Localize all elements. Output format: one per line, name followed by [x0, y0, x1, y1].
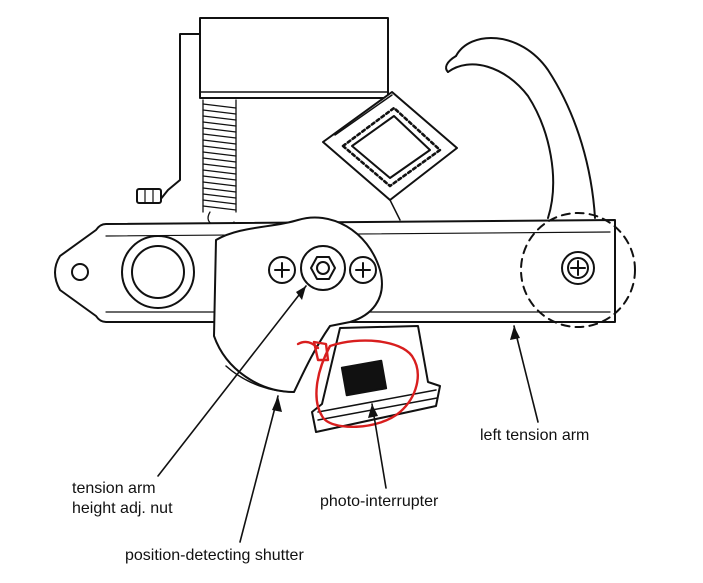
- leader-lines: [157, 285, 539, 543]
- mount-screws: [268, 256, 377, 284]
- label-left-tension-arm: left tension arm: [480, 427, 590, 444]
- tension-roller: [520, 212, 636, 328]
- label-photo-interrupter: photo-interrupter: [320, 493, 439, 510]
- top-bracket: [136, 17, 389, 204]
- red-highlight-annotation: [296, 339, 419, 428]
- tension-spring: [202, 99, 237, 228]
- label-position-detecting-shutter: position-detecting shutter: [125, 547, 304, 564]
- tilted-bearing: [322, 91, 458, 221]
- label-tension-arm-nut-line1: tension arm: [72, 480, 156, 497]
- label-tension-arm-nut-line2: height adj. nut: [72, 500, 173, 517]
- height-adj-nut: [300, 245, 346, 291]
- curved-guide: [445, 37, 596, 219]
